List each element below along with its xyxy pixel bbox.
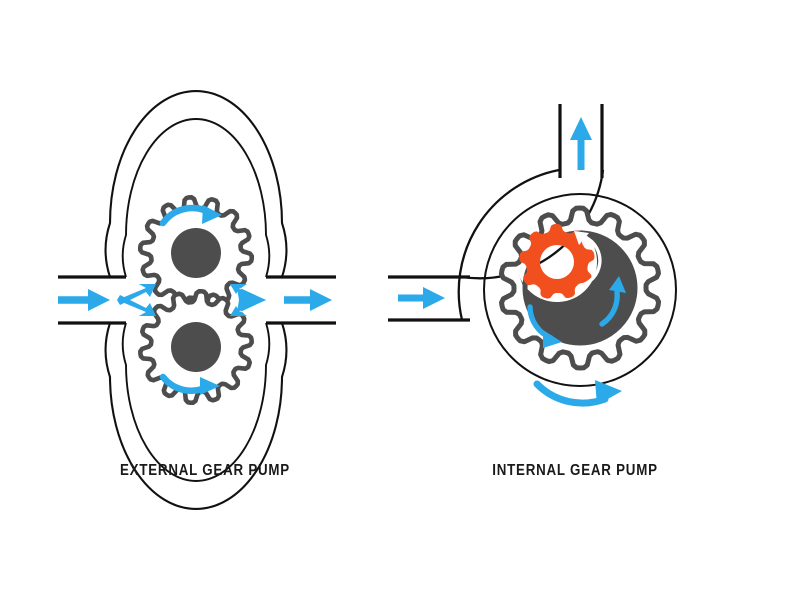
external-outlet-straight-arrow [284,289,332,311]
internal-ring-gear-rotation-arrow [599,276,626,327]
internal-housing-flow-arrow [533,380,622,407]
external-outlet-port [266,275,336,325]
caption-external-gear-pump: EXTERNAL GEAR PUMP [120,462,290,479]
internal-inlet-straight-arrow [398,287,445,309]
internal-outlet-up-arrow [570,117,592,170]
internal-rotor-rotation-arrow [574,231,602,288]
external-inlet-port [58,275,126,325]
external-lower-gear-rotation-arrow [159,373,220,395]
internal-crescent-seal [518,229,634,342]
external-gear-pump-figure [58,89,336,511]
external-upper-gear-rotation-arrow [159,204,222,227]
external-pump-housing-outer [104,89,288,511]
caption-internal-gear-pump: INTERNAL GEAR PUMP [492,462,658,479]
external-inlet-split-arrow [117,284,156,316]
external-pump-housing-inner [121,118,271,482]
external-upper-gear-hub [171,228,221,278]
internal-outlet-port [558,104,604,178]
internal-gear-pump-figure [388,104,677,407]
internal-chamber-flow-arrow [527,304,562,348]
external-outlet-merge-arrow [230,284,266,316]
external-lower-gear-hub [171,322,221,372]
internal-inlet-port [388,275,470,322]
internal-rotor [519,224,595,299]
internal-pump-housing-inner [483,193,677,387]
external-inlet-straight-arrow [58,289,110,311]
